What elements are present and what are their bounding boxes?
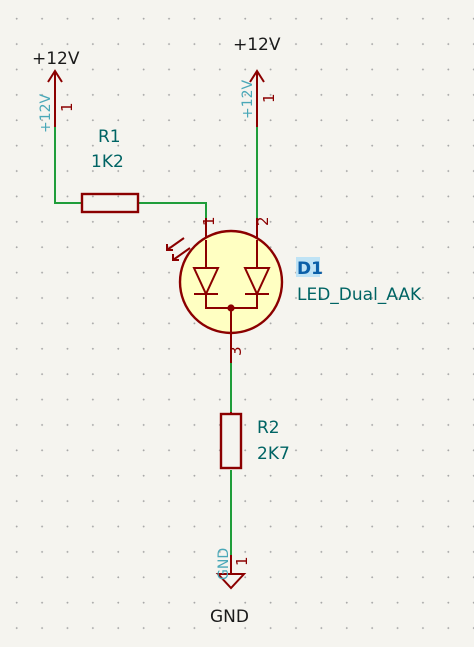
wires [54, 127, 258, 555]
r2-body [219, 412, 243, 470]
d1-diode-right-icon [243, 267, 271, 297]
d1-reference-highlight [296, 257, 320, 277]
power-pin-name-right: +12V [240, 79, 256, 119]
wire-r1-to-d1[interactable] [138, 202, 207, 218]
d1-pin-number-2: 2 [254, 216, 272, 226]
d1-junction-dot [227, 304, 235, 312]
resistor-r2[interactable]: R2 2K7 [219, 412, 290, 470]
led-emission-arrows-icon [166, 237, 191, 261]
r1-body [80, 192, 140, 214]
r1-value: 1K2 [91, 152, 124, 172]
power-symbol-gnd[interactable]: GND 1 GND [210, 548, 251, 627]
power-symbol-12v-right[interactable]: +12V +12V 1 [233, 35, 281, 127]
power-label-12v-right: +12V [233, 35, 281, 55]
gnd-pin-number: 1 [233, 556, 251, 566]
r2-value: 2K7 [257, 444, 290, 464]
gnd-pin-name: GND [216, 548, 232, 580]
d1-reference: D1 [297, 259, 323, 279]
d1-anode-leads [205, 240, 258, 267]
power-pin-number-right: 1 [260, 93, 278, 103]
r1-reference: R1 [98, 127, 121, 147]
power-pin-number-left: 1 [58, 102, 76, 112]
resistor-r1[interactable]: R1 1K2 [80, 127, 140, 214]
gnd-icon [215, 573, 247, 590]
gnd-label: GND [210, 607, 249, 627]
power-symbol-12v-left[interactable]: +12V +12V 1 [32, 49, 80, 133]
r2-reference: R2 [257, 418, 280, 438]
d1-pin-number-3: 3 [227, 346, 245, 356]
wire-12v-to-r1[interactable] [54, 127, 82, 204]
power-pin-name-left: +12V [38, 93, 54, 133]
d1-diode-left-icon [192, 267, 220, 297]
led-d1[interactable]: 1 2 3 D1 LED_Dual_AAK [166, 216, 422, 363]
d1-value: LED_Dual_AAK [297, 285, 422, 305]
d1-pin-number-1: 1 [200, 216, 218, 226]
power-label-12v-left: +12V [32, 49, 80, 69]
